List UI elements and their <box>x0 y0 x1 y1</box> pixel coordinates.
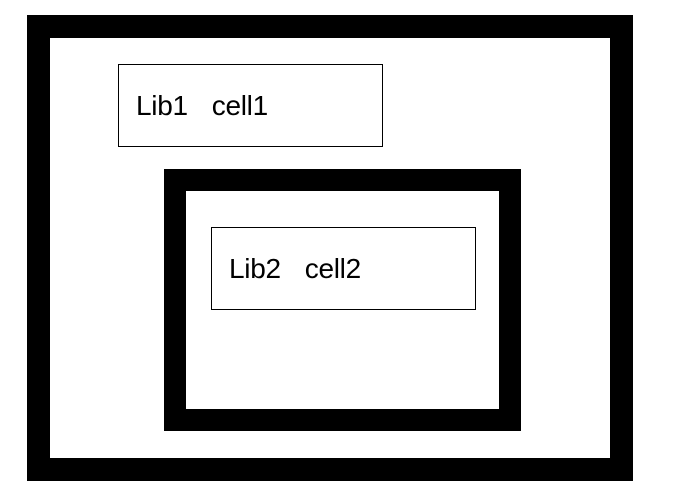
outer-cell-name: cell1 <box>211 89 268 121</box>
outer-cell-label: Lib1 cell1 <box>118 64 383 147</box>
outer-library-name: Lib1 <box>136 89 188 121</box>
inner-cell-name: cell2 <box>304 252 361 284</box>
inner-library-name: Lib2 <box>229 252 281 284</box>
inner-cell-label: Lib2 cell2 <box>211 227 476 310</box>
